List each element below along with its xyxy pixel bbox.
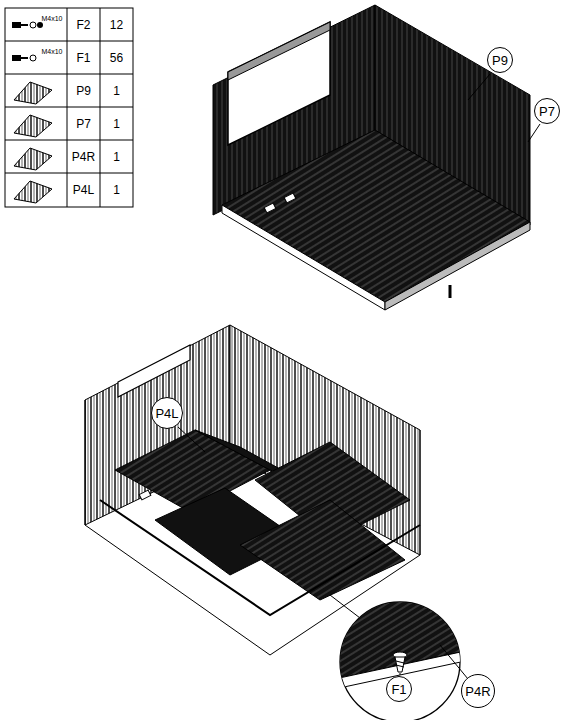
panel-icons [14,82,52,203]
callout-bubble: F1 [386,676,412,702]
parts-table [5,8,133,207]
table-cell: P7 [76,118,91,130]
table-cell: 12 [110,19,123,31]
table-cell: P4R [72,151,95,163]
callout-bubble: P4R [461,674,495,708]
leader-lines [178,74,540,679]
callout-label: P4L [155,407,178,420]
zoom-detail [330,595,470,720]
table-cell: 56 [110,52,123,64]
callout-label: P9 [492,54,508,67]
table-cell: 1 [113,118,120,130]
shed-bottom-view [85,325,420,655]
table-cell: 1 [113,151,120,163]
table-cell: F2 [76,19,90,31]
shed-top-view [213,5,530,310]
table-cell: 1 [113,85,120,97]
table-cell: F1 [76,52,90,64]
screw-icons [12,22,43,61]
table-cell: P4L [73,184,94,196]
callout-label: P4R [465,685,490,698]
table-cell: 1 [113,184,120,196]
callout-label: F1 [391,683,406,696]
table-cell: M4x10 [41,48,62,55]
callout-bubble: P4L [151,397,183,429]
table-cell: M4x10 [41,15,62,22]
table-cell: P9 [76,85,91,97]
callout-label: P7 [539,105,555,118]
callout-bubble: P7 [534,98,560,124]
callout-bubble: P9 [487,47,513,73]
